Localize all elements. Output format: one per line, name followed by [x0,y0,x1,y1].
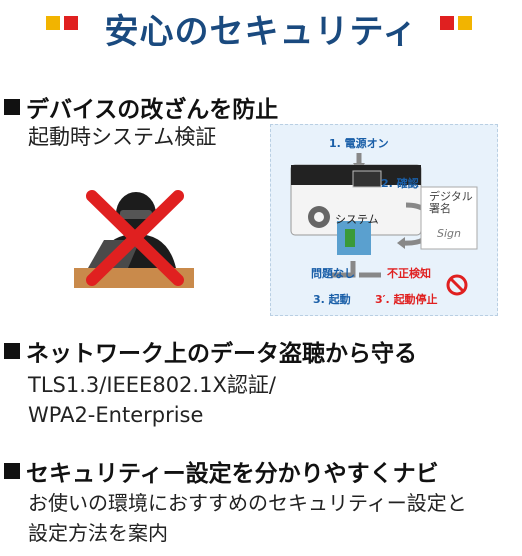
section-heading-text: デバイスの改ざんを防止 [26,97,279,123]
sign-text: Sign [437,227,461,240]
step3b-label: 3′. 起動停止 [375,293,438,306]
page-title: 安心のセキュリティ [104,12,418,52]
no-issue-label: 問題なし [311,267,355,280]
section-heading-network: ネットワーク上のデータ盗聴から守る [4,334,417,368]
bullet-icon [4,343,20,359]
yellow-square-icon [458,16,472,30]
boot-verification-diagram: 1. 電源オン 2. 確認 システム デジタル 署名 Sign 問題なし 不正検… [270,124,498,316]
signature-label: デジタル 署名 [429,190,473,215]
hacker-illustration [74,190,194,288]
step1-label: 1. 電源オン [329,137,389,150]
red-square-icon [64,16,78,30]
system-label: システム [335,213,379,226]
section-line: 設定方法を案内 [28,521,168,545]
bullet-icon [4,463,20,479]
step2-label: 2. 確認 [381,177,419,190]
section-heading-navi: セキュリティー設定を分かりやすくナビ [4,454,439,488]
page-header: 安心のセキュリティ [0,0,522,54]
tamper-label: 不正検知 [387,267,431,280]
section-line: お使いの環境におすすめのセキュリティー設定と [28,491,467,515]
section-heading-text: ネットワーク上のデータ盗聴から守る [26,341,417,367]
section-line: 起動時システム検証 [28,125,217,149]
diagram-graphics [290,153,478,296]
yellow-square-icon [46,16,60,30]
section-body-tamper: 起動時システム検証 [28,122,216,152]
section-heading-text: セキュリティー設定を分かりやすくナビ [26,461,439,487]
step3-label: 3. 起動 [313,293,351,306]
section-heading-tamper: デバイスの改ざんを防止 [4,90,278,124]
bullet-icon [4,99,20,115]
section-body-network: TLS1.3/IEEE802.1X認証/ WPA2-Enterprise [28,370,276,430]
section-line: TLS1.3/IEEE802.1X認証/ [28,373,276,397]
section-line: WPA2-Enterprise [28,403,204,427]
section-body-navi: お使いの環境におすすめのセキュリティー設定と 設定方法を案内 [28,488,467,548]
red-square-icon [440,16,454,30]
